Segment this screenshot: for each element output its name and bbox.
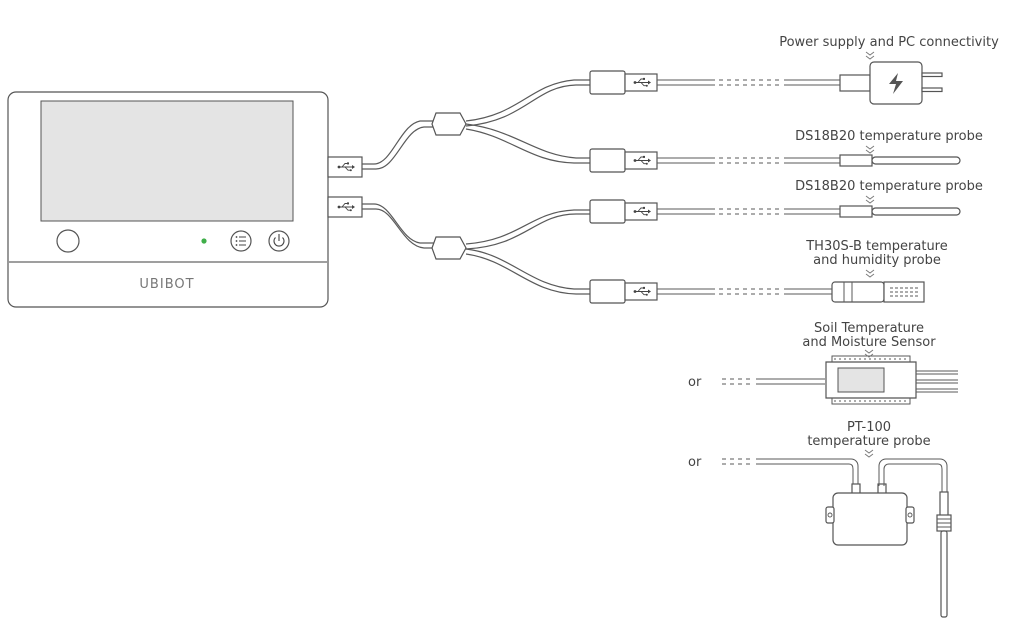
double-chevron-down-icon: [865, 51, 875, 60]
device-usb-port-1: [327, 156, 363, 178]
menu-icon: [230, 230, 252, 252]
device-sensor-button: [56, 229, 80, 253]
power-cable: [657, 79, 840, 86]
label-th30s-line1: TH30S-B temperature: [805, 239, 948, 254]
usb-connector-1: [589, 70, 658, 95]
label-soil-line1: Soil Temperature: [814, 321, 924, 336]
device-brand: UBIBOT: [139, 277, 194, 292]
device-usb-port-2: [327, 196, 363, 218]
soil-sensor: [722, 355, 958, 405]
usb-connector-4: [589, 279, 658, 304]
th30s-b-probe: [657, 281, 925, 303]
label-soil-line2: and Moisture Sensor: [802, 335, 936, 350]
label-pt100-line2: temperature probe: [807, 434, 930, 449]
label-th30s-line2: and humidity probe: [813, 253, 941, 268]
status-led: [201, 238, 207, 244]
label-pt100-line1: PT-100: [847, 420, 891, 435]
label-or-1: or: [688, 375, 702, 390]
usb-connector-2: [589, 148, 658, 173]
label-probe-2: DS18B20 temperature probe: [795, 179, 983, 194]
upper-splitter-cable: [362, 79, 590, 170]
double-chevron-down-icon: [865, 145, 875, 154]
double-chevron-down-icon: [864, 449, 874, 458]
lower-splitter-cable: [362, 203, 590, 295]
power-icon: [268, 230, 290, 252]
label-probe-1: DS18B20 temperature probe: [795, 129, 983, 144]
double-chevron-down-icon: [865, 195, 875, 204]
pt100-probe: [722, 458, 952, 618]
usb-connector-3: [589, 199, 658, 224]
device-screen: [40, 100, 294, 222]
label-or-2: or: [688, 455, 702, 470]
label-power: Power supply and PC connectivity: [779, 35, 999, 50]
ds18b20-probe-1: [657, 154, 961, 167]
ubibot-device: UBIBOT: [7, 91, 329, 308]
lightning-icon: [889, 73, 903, 94]
ds18b20-probe-2: [657, 205, 961, 218]
double-chevron-down-icon: [865, 269, 875, 278]
power-adapter: [839, 61, 943, 105]
